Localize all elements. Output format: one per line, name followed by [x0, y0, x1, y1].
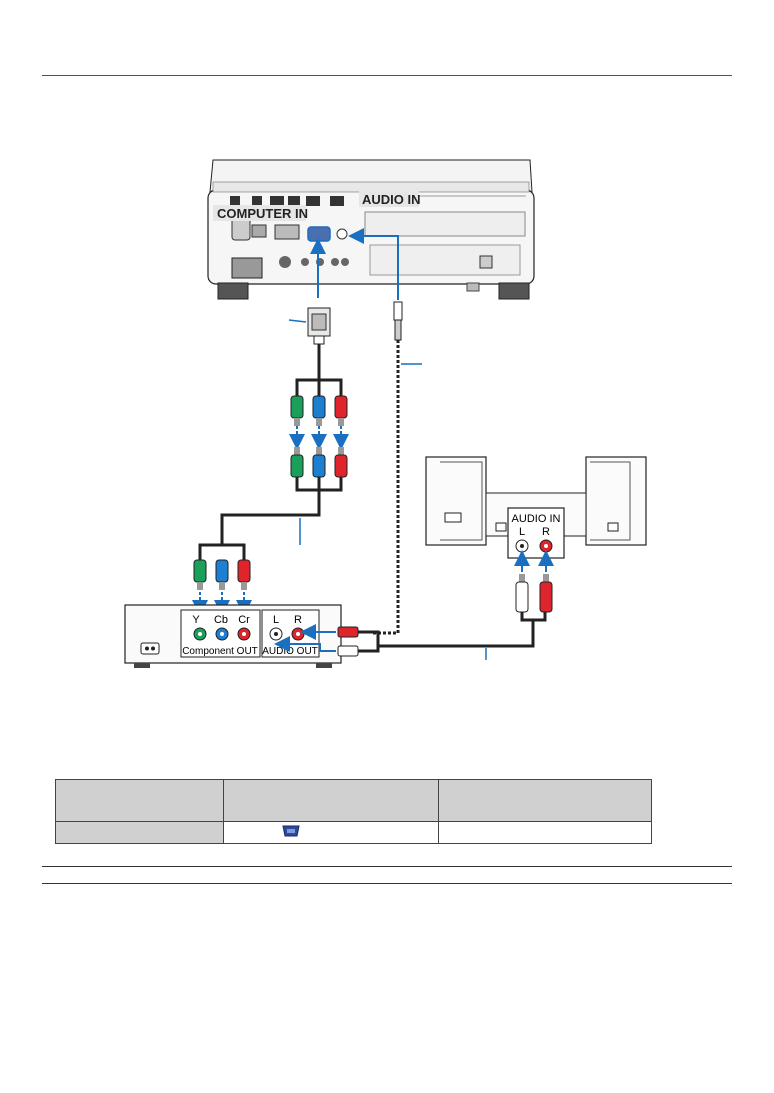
table-row: [55, 821, 652, 844]
vga-plug-callout-line: [288, 319, 307, 323]
table-header-cell: [55, 779, 224, 822]
component-cable: [220, 477, 321, 545]
footer-rule-upper: [42, 866, 732, 867]
vga-port-icon: [282, 825, 300, 840]
component-cable-plugs-lower: [193, 559, 251, 590]
projector-rear-panel: COMPUTER IN AUDIO IN: [207, 159, 535, 300]
speaker-l-label: L: [519, 526, 525, 538]
dvd-l-label: L: [273, 614, 279, 626]
footer-rule-lower: [42, 883, 732, 884]
speaker-audio-plugs: [515, 574, 553, 613]
dvd-y-label: Y: [192, 614, 200, 626]
speaker-audio-in-label: AUDIO IN: [512, 513, 561, 525]
mini-jack-plug: [393, 301, 403, 341]
audio-cable: [373, 340, 400, 635]
top-rule: [42, 75, 732, 76]
dvd-r-label: R: [294, 614, 302, 626]
table-header-cell: [438, 779, 652, 822]
component-cable-plugs-upper: [290, 447, 348, 478]
dvd-audio-out-label: AUDIO OUT: [262, 646, 318, 657]
table-cell: [438, 821, 652, 844]
dvd-audio-plugs: [337, 626, 359, 657]
dvd-player: Y Cb Cr Component OUT L R AUDIO OUT: [124, 604, 342, 668]
dvd-cb-label: Cb: [214, 614, 228, 626]
projector-audio-in-label: AUDIO IN: [362, 192, 421, 207]
dvd-component-out-label: Component OUT: [182, 646, 258, 657]
dvd-cr-label: Cr: [238, 614, 250, 626]
speakers: AUDIO IN L R: [425, 456, 647, 559]
reference-table: [55, 779, 652, 844]
speaker-r-label: R: [542, 526, 550, 538]
audio-arrow: [348, 228, 399, 300]
table-header-cell: [223, 779, 439, 822]
table-cell: [223, 821, 439, 844]
table-header-row: [55, 779, 652, 822]
table-cell: [55, 821, 224, 844]
speaker-cable: [378, 612, 547, 648]
computer-in-label: COMPUTER IN: [217, 206, 308, 221]
adapter-rca-plugs-upper: [290, 395, 348, 426]
vga-plug: [307, 307, 331, 345]
